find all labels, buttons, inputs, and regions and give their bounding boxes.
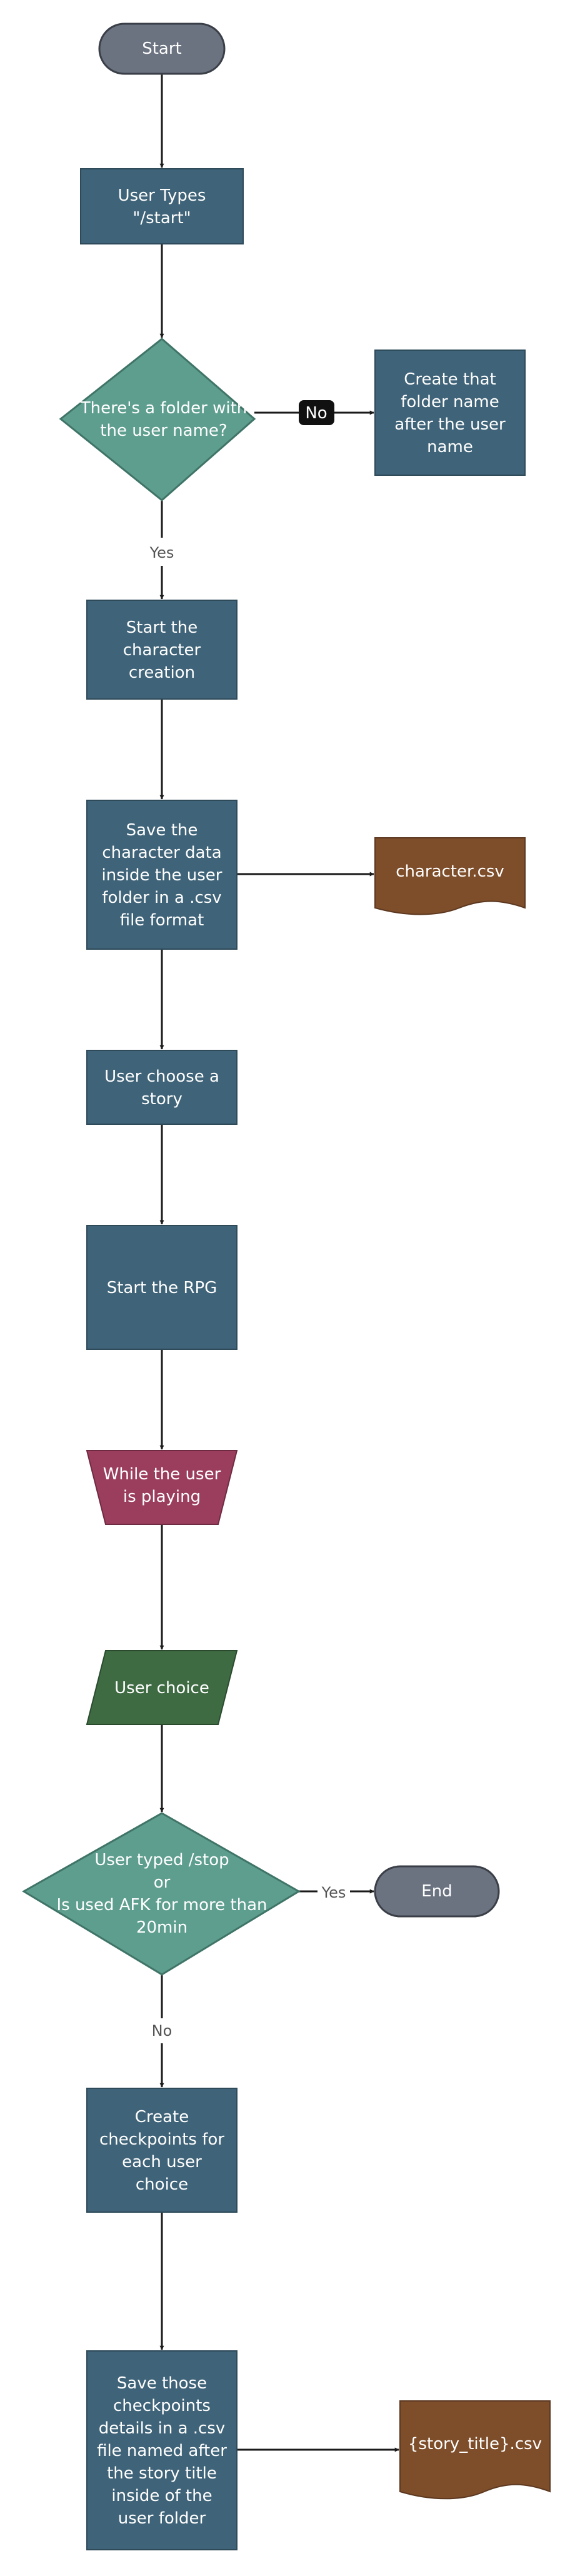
stop-check-line: or [154, 1873, 171, 1892]
save-character-line: Save the [126, 821, 198, 840]
user-types-line: User Types [118, 186, 206, 205]
create-folder-text: Create that folder name after the user name [394, 370, 506, 456]
start-rpg-process: Start the RPG [86, 1225, 238, 1350]
save-character-text: Save the character data inside the user fol… [102, 821, 222, 930]
create-checkpoints-line: Create [135, 2108, 189, 2126]
while-playing-text: While the user is playing [103, 1465, 221, 1506]
folder-check-line: the user name? [100, 421, 227, 440]
character-creation-process: Start the character creation [86, 600, 238, 700]
create-folder-line: Create that [404, 370, 496, 389]
save-checkpoints-line: Save those [117, 2374, 207, 2393]
save-character-line: file format [120, 911, 204, 930]
story-csv-text: {story_title}.csv [408, 2435, 542, 2453]
save-checkpoints-line: checkpoints [113, 2397, 211, 2415]
folder-check-line: There's a folder with [80, 399, 248, 418]
character-creation-line: creation [129, 663, 195, 682]
save-character-line: folder in a .csv [102, 888, 221, 907]
create-checkpoints-text: Create checkpoints for each user choice [99, 2108, 224, 2194]
create-checkpoints-line: checkpoints for [99, 2130, 224, 2149]
character-csv-document: character.csv [374, 837, 526, 915]
choose-story-line: User choose a [104, 1067, 219, 1086]
save-checkpoints-line: user folder [118, 2509, 206, 2528]
character-csv-text: character.csv [396, 862, 504, 881]
no-badge: No [299, 400, 334, 425]
save-character-line: inside the user [102, 866, 222, 885]
create-folder-line: folder name [401, 393, 499, 411]
stop-yes-label: Yes [321, 1884, 346, 1901]
save-character-line: character data [102, 843, 221, 862]
user-types-text: User Types "/start" [118, 186, 206, 228]
create-checkpoints-line: each user [122, 2153, 202, 2171]
stop-check-line: Is used AFK for more than [56, 1896, 267, 1914]
folder-exists-decision: There's a folder with the user name? [59, 338, 256, 501]
end-terminal: End [374, 1865, 500, 1918]
save-checkpoints-line: inside of the [111, 2487, 212, 2505]
character-creation-line: Start the [126, 618, 198, 637]
create-folder-line: after the user [394, 415, 506, 434]
create-folder-line: name [427, 438, 473, 456]
choose-story-line: story [141, 1090, 182, 1109]
character-csv-line: character.csv [396, 862, 504, 881]
stop-decision: User typed /stop or Is used AFK for more t… [22, 1812, 301, 1976]
folder-yes-label: Yes [149, 544, 174, 561]
save-checkpoints-line: details in a .csv [99, 2419, 226, 2438]
story-csv-document: {story_title}.csv [399, 2400, 551, 2500]
choose-story-text: User choose a story [104, 1067, 219, 1109]
create-folder-process: Create that folder name after the user name [374, 350, 526, 476]
no-badge-label: No [305, 404, 327, 423]
folder-check-text: There's a folder with the user name? [80, 399, 248, 440]
while-playing-line: is playing [123, 1487, 201, 1506]
end-text: End [421, 1882, 452, 1901]
character-creation-line: character [123, 641, 201, 660]
story-csv-line: {story_title}.csv [408, 2435, 542, 2453]
save-checkpoints-line: the story title [107, 2464, 217, 2483]
while-playing-line: While the user [103, 1465, 221, 1484]
user-choice-input: User choice [86, 1650, 238, 1725]
save-checkpoints-process: Save those checkpoints details in a .csv fi… [86, 2350, 238, 2550]
user-choice-line: User choice [114, 1679, 209, 1698]
save-character-process: Save the character data inside the user fol… [86, 800, 238, 950]
stop-check-line: User typed /stop [94, 1851, 229, 1869]
user-choice-text: User choice [114, 1679, 209, 1698]
stop-no-label: No [152, 2022, 172, 2040]
start-rpg-line: Start the RPG [107, 1279, 218, 1297]
connectors [159, 74, 399, 2452]
save-checkpoints-line: file named after [97, 2442, 227, 2460]
save-checkpoints-text: Save those checkpoints details in a .csv fi… [97, 2374, 227, 2528]
while-playing-loop: While the user is playing [86, 1450, 238, 1525]
start-terminal: Start [98, 23, 226, 75]
user-types-line: "/start" [132, 209, 191, 228]
stop-check-line: 20min [136, 1918, 188, 1937]
start-rpg-text: Start the RPG [107, 1279, 218, 1297]
choose-story-process: User choose a story [86, 1050, 238, 1125]
stop-check-text: User typed /stop or Is used AFK for more t… [56, 1851, 267, 1937]
create-checkpoints-process: Create checkpoints for each user choice [86, 2088, 238, 2213]
create-checkpoints-line: choice [136, 2175, 188, 2194]
start-text: Start [142, 39, 182, 58]
character-creation-text: Start the character creation [123, 618, 201, 682]
user-types-process: User Types "/start" [80, 168, 244, 244]
